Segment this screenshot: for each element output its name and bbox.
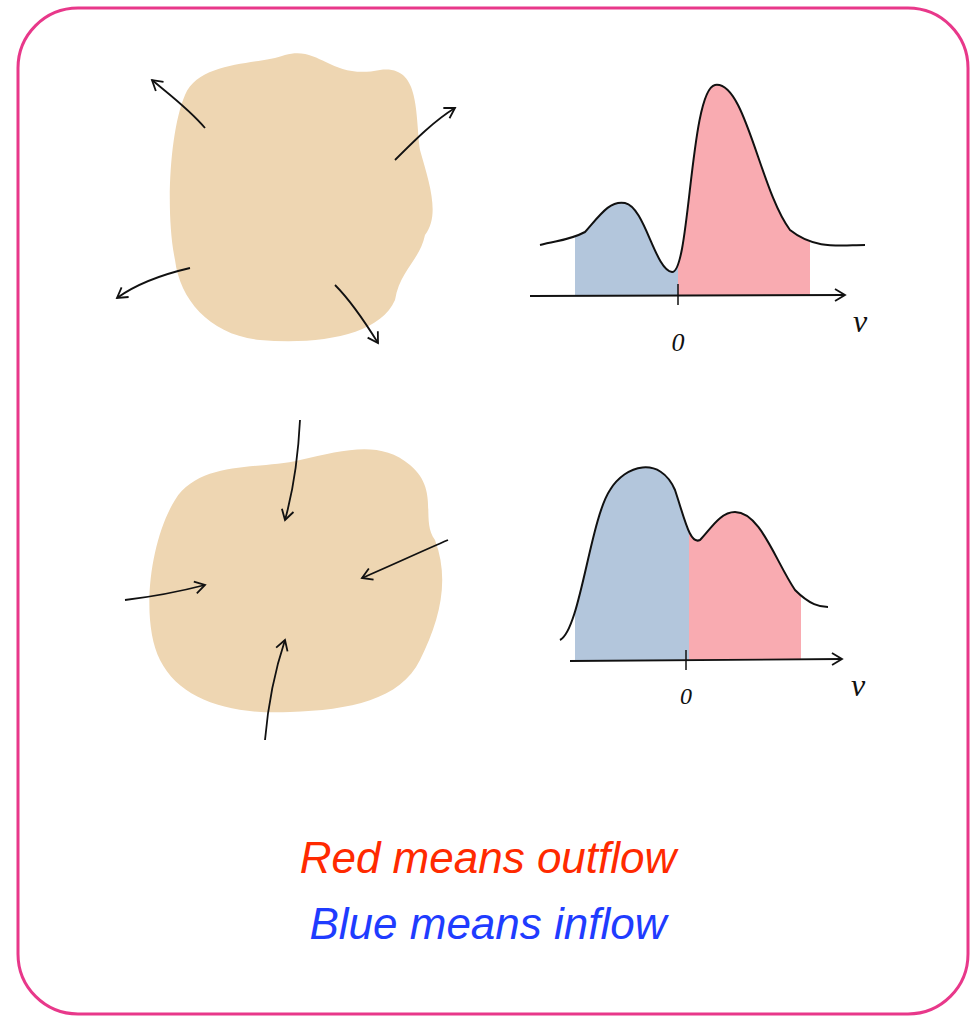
axis-label: v	[853, 304, 867, 339]
blue-shift	[575, 467, 689, 660]
axis-label: v	[851, 668, 865, 703]
velocity-axis	[570, 659, 842, 661]
legend-note: Red means outflow	[300, 834, 677, 882]
line-profile	[560, 467, 828, 640]
axis-zero: 0	[672, 329, 685, 358]
legend-note: Blue means inflow	[309, 900, 666, 948]
line-profile	[540, 85, 865, 272]
inflow-arrows	[125, 420, 448, 740]
red-shift	[689, 467, 801, 660]
card-border	[18, 8, 968, 1014]
axis-zero: 0	[680, 683, 692, 709]
zero-tick	[677, 284, 679, 305]
gas-cloud	[170, 53, 433, 341]
outflow-arrows	[117, 80, 455, 343]
zero-tick	[685, 650, 687, 670]
gas-cloud	[149, 449, 442, 712]
velocity-axis	[530, 295, 845, 296]
red-shift	[678, 85, 810, 296]
blue-shift	[575, 85, 678, 296]
